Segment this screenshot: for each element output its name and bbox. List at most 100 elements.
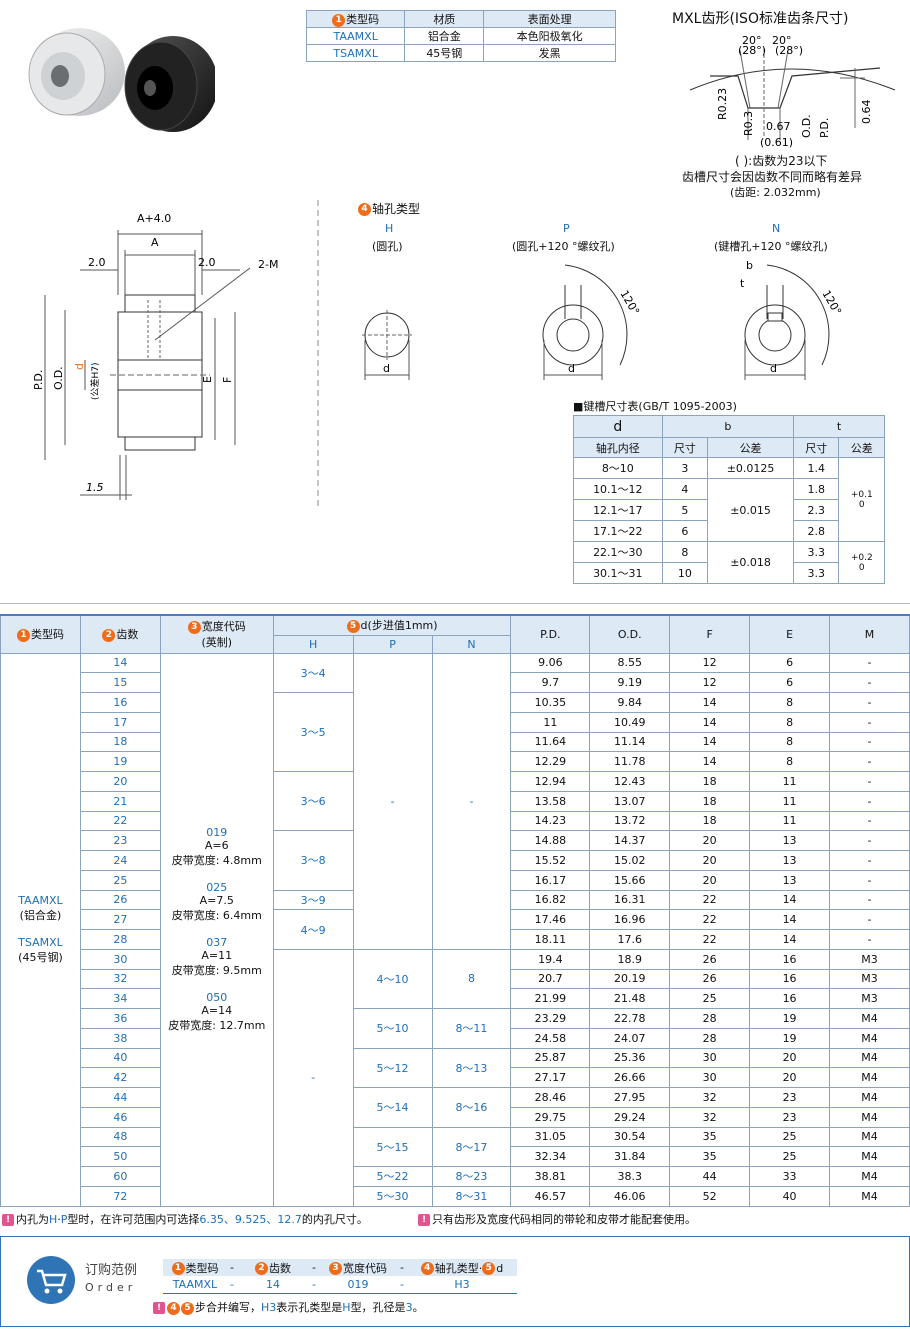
- teeth-cell: 44: [79, 1087, 161, 1108]
- spec-cell: 28.46: [510, 1087, 591, 1108]
- spec-cell: 32.34: [510, 1146, 591, 1167]
- n-range-cell: 8～17: [431, 1126, 512, 1167]
- spec-cell: -: [829, 830, 910, 851]
- spec-cell: -: [829, 929, 910, 950]
- spec-cell: M3: [829, 988, 910, 1009]
- p-range-cell: 4～10: [352, 948, 433, 1010]
- bore-n-deg: 120°: [819, 288, 844, 317]
- spec-cell: 24.58: [510, 1027, 591, 1049]
- mat-cell: TSAMXL: [305, 44, 406, 62]
- dim-t15: 1.5: [86, 481, 104, 494]
- teeth-cell: 15: [79, 672, 161, 693]
- spec-cell: 19: [749, 1027, 831, 1049]
- spec-cell: -: [829, 672, 910, 693]
- bore-h-desc: (圆孔): [372, 240, 403, 253]
- dim-f: F: [221, 377, 234, 383]
- n-range-cell: 8～31: [431, 1185, 512, 1207]
- bore-p: P: [563, 222, 570, 235]
- spec-cell: 26.66: [589, 1067, 671, 1088]
- spec-cell: 16: [749, 948, 831, 970]
- spec-cell: 11.14: [589, 731, 671, 753]
- order-sub: Order: [85, 1281, 137, 1294]
- spec-cell: 16.17: [510, 869, 591, 891]
- cart-icon: [27, 1256, 75, 1304]
- spec-cell: 25: [749, 1126, 831, 1148]
- spec-cell: 13.72: [589, 810, 671, 832]
- spec-cell: 14.37: [589, 830, 671, 851]
- teeth-cell: 23: [79, 830, 161, 851]
- spec-cell: -: [829, 771, 910, 792]
- spec-cell: 11.78: [589, 751, 671, 772]
- spec-cell: 8: [749, 692, 831, 713]
- spec-cell: 13.07: [589, 790, 671, 812]
- mat-h-surface: 表面处理: [483, 10, 616, 28]
- bore-diagrams: d d 120° d b t 120°: [362, 259, 844, 380]
- spec-cell: 38.81: [510, 1166, 591, 1187]
- spec-cell: 23: [749, 1087, 831, 1108]
- teeth-cell: 26: [79, 889, 161, 911]
- tooth-diagram: 20° 20° (28°) (28°) R0.23 R0.3 0.67 (0.6…: [689, 34, 896, 149]
- spec-cell: M4: [829, 1146, 910, 1167]
- p-range-cell: 5～14: [352, 1087, 433, 1128]
- spec-cell: 15.52: [510, 850, 591, 871]
- dim-pd: P.D.: [32, 370, 45, 390]
- p-range-cell: 5～10: [352, 1008, 433, 1049]
- teeth-cell: 38: [79, 1027, 161, 1049]
- spec-cell: 20.19: [589, 968, 671, 990]
- spec-cell: 18.9: [589, 948, 671, 970]
- spec-cell: 19: [749, 1008, 831, 1029]
- tooth-r2: R0.3: [742, 111, 755, 136]
- teeth-cell: 14: [79, 652, 161, 674]
- spec-cell: 12.29: [510, 751, 591, 772]
- tooth-ang2: 20°: [772, 34, 792, 47]
- mat-cell: 铝合金: [404, 27, 485, 45]
- tooth-note2: 齿槽尺寸会因齿数不同而略有差异: [682, 170, 863, 184]
- spec-cell: 29.75: [510, 1106, 591, 1128]
- h-f: F: [669, 614, 751, 654]
- spec-cell: 11: [749, 771, 831, 792]
- spec-cell: 14: [749, 889, 831, 911]
- teeth-cell: 72: [79, 1185, 161, 1207]
- teeth-cell: 25: [79, 869, 161, 891]
- spec-cell: 35: [669, 1146, 751, 1167]
- spec-cell: M4: [829, 1166, 910, 1187]
- n-range-cell: 8～16: [431, 1087, 512, 1128]
- spec-cell: 23: [749, 1106, 831, 1128]
- spec-cell: 46.57: [510, 1185, 591, 1207]
- spec-cell: 14.23: [510, 810, 591, 832]
- h-range-cell: 3～9: [272, 889, 354, 911]
- teeth-cell: 46: [79, 1106, 161, 1128]
- h-m: M: [829, 614, 910, 654]
- spec-cell: 33: [749, 1166, 831, 1187]
- spec-cell: -: [829, 810, 910, 832]
- teeth-cell: 21: [79, 790, 161, 812]
- spec-cell: 13.58: [510, 790, 591, 812]
- spec-cell: 28: [669, 1027, 751, 1049]
- spec-cell: -: [829, 711, 910, 733]
- spec-cell: 31.84: [589, 1146, 671, 1167]
- spec-cell: M4: [829, 1106, 910, 1128]
- spec-cell: -: [829, 652, 910, 674]
- spec-cell: 16.31: [589, 889, 671, 911]
- spec-cell: -: [829, 751, 910, 772]
- spec-cell: -: [829, 850, 910, 871]
- h-range-cell: -: [272, 948, 354, 1207]
- spec-cell: 21.99: [510, 988, 591, 1009]
- tooth-ang1b: (28°): [738, 44, 766, 57]
- tooth-note3: (齿距: 2.032mm): [730, 186, 821, 199]
- spec-cell: 20: [669, 869, 751, 891]
- bore-h-d: d: [383, 362, 390, 375]
- bore-n-d: d: [770, 362, 777, 375]
- tooth-h064: 0.64: [860, 100, 873, 125]
- spec-cell: 25.36: [589, 1047, 671, 1069]
- spec-cell: 16: [749, 988, 831, 1009]
